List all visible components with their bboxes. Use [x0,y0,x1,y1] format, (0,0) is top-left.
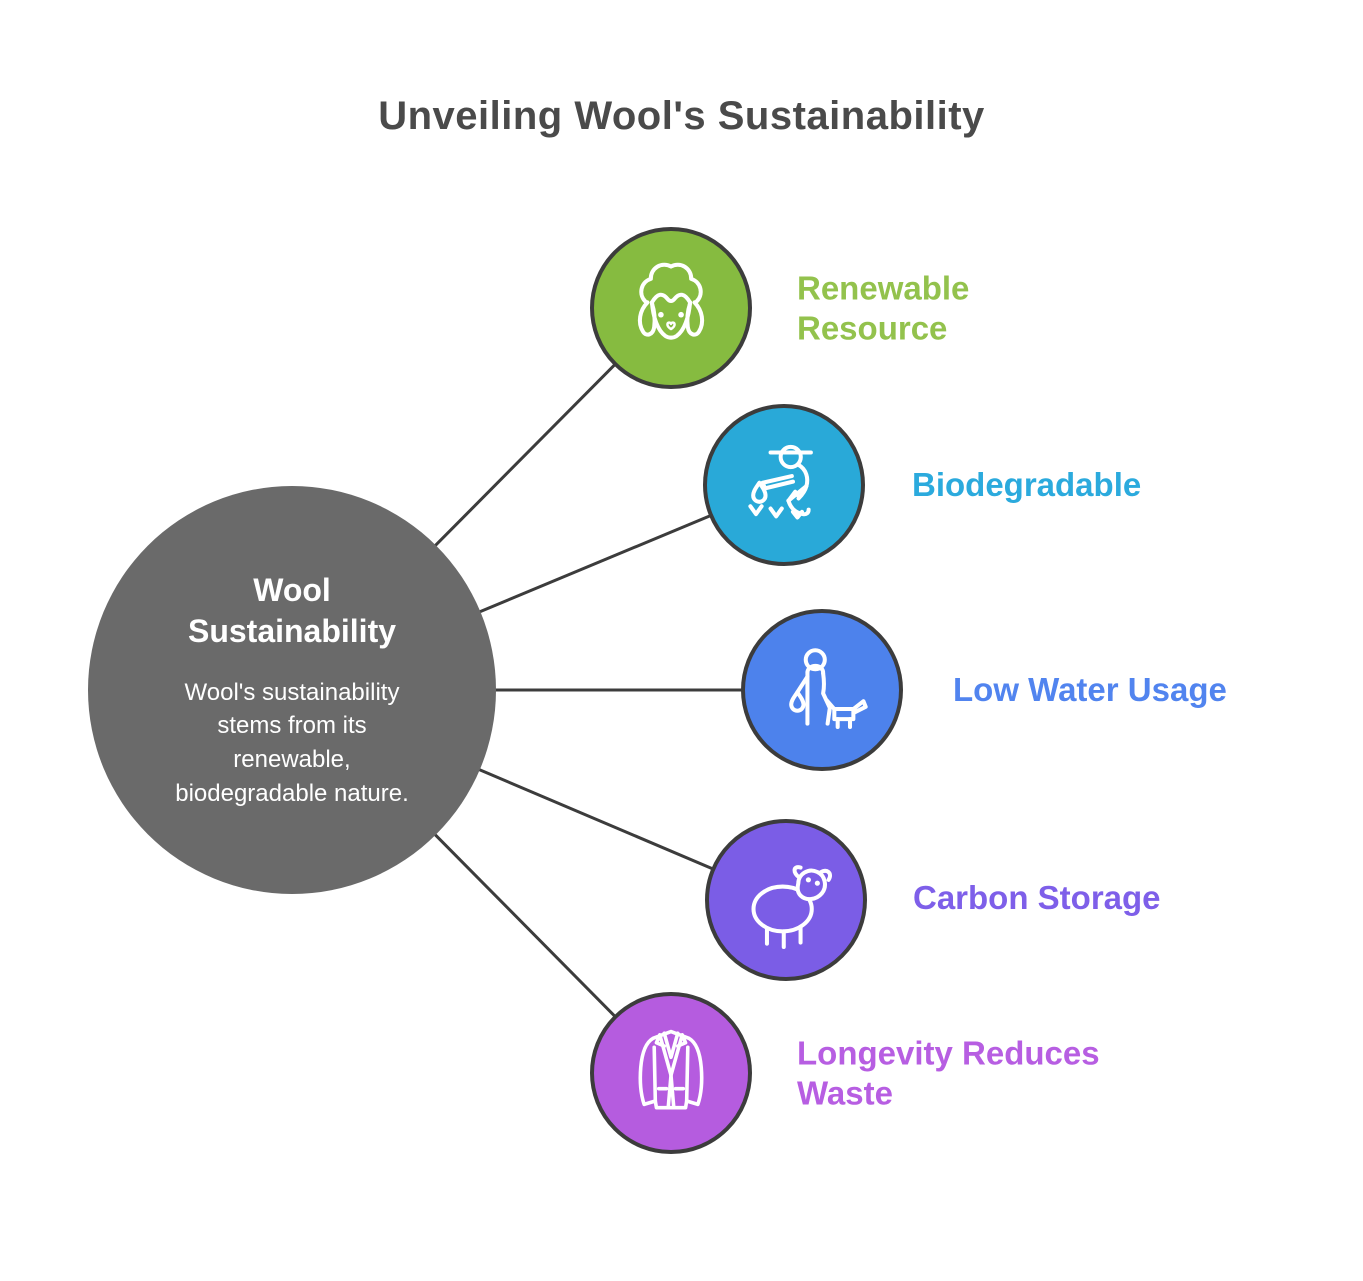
node-carbon-storage [705,819,867,981]
center-node: Wool Sustainability Wool's sustainabilit… [88,486,496,894]
page-title: Unveiling Wool's Sustainability [378,94,985,138]
farmer-planting-icon [748,444,813,520]
label-low-water-usage: Low Water Usage [953,671,1227,709]
center-node-description: Wool's sustainability stems from its ren… [175,678,409,807]
person-with-dog-icon [789,648,868,729]
label-renewable-resource: Renewable Resource [797,269,970,346]
node-low-water-usage [741,609,903,771]
label-longevity-reduces-waste: Longevity Reduces Waste [797,1034,1100,1111]
node-biodegradable [703,404,865,566]
blazer-icon [638,1029,704,1110]
label-biodegradable: Biodegradable [912,466,1142,504]
label-carbon-storage: Carbon Storage [913,879,1161,917]
center-node-title: Wool Sustainability [187,571,397,649]
node-longevity-reduces-waste [590,992,752,1154]
node-renewable-resource [590,227,752,389]
sheep-body-icon [751,865,832,950]
sheep-head-icon [637,262,705,340]
